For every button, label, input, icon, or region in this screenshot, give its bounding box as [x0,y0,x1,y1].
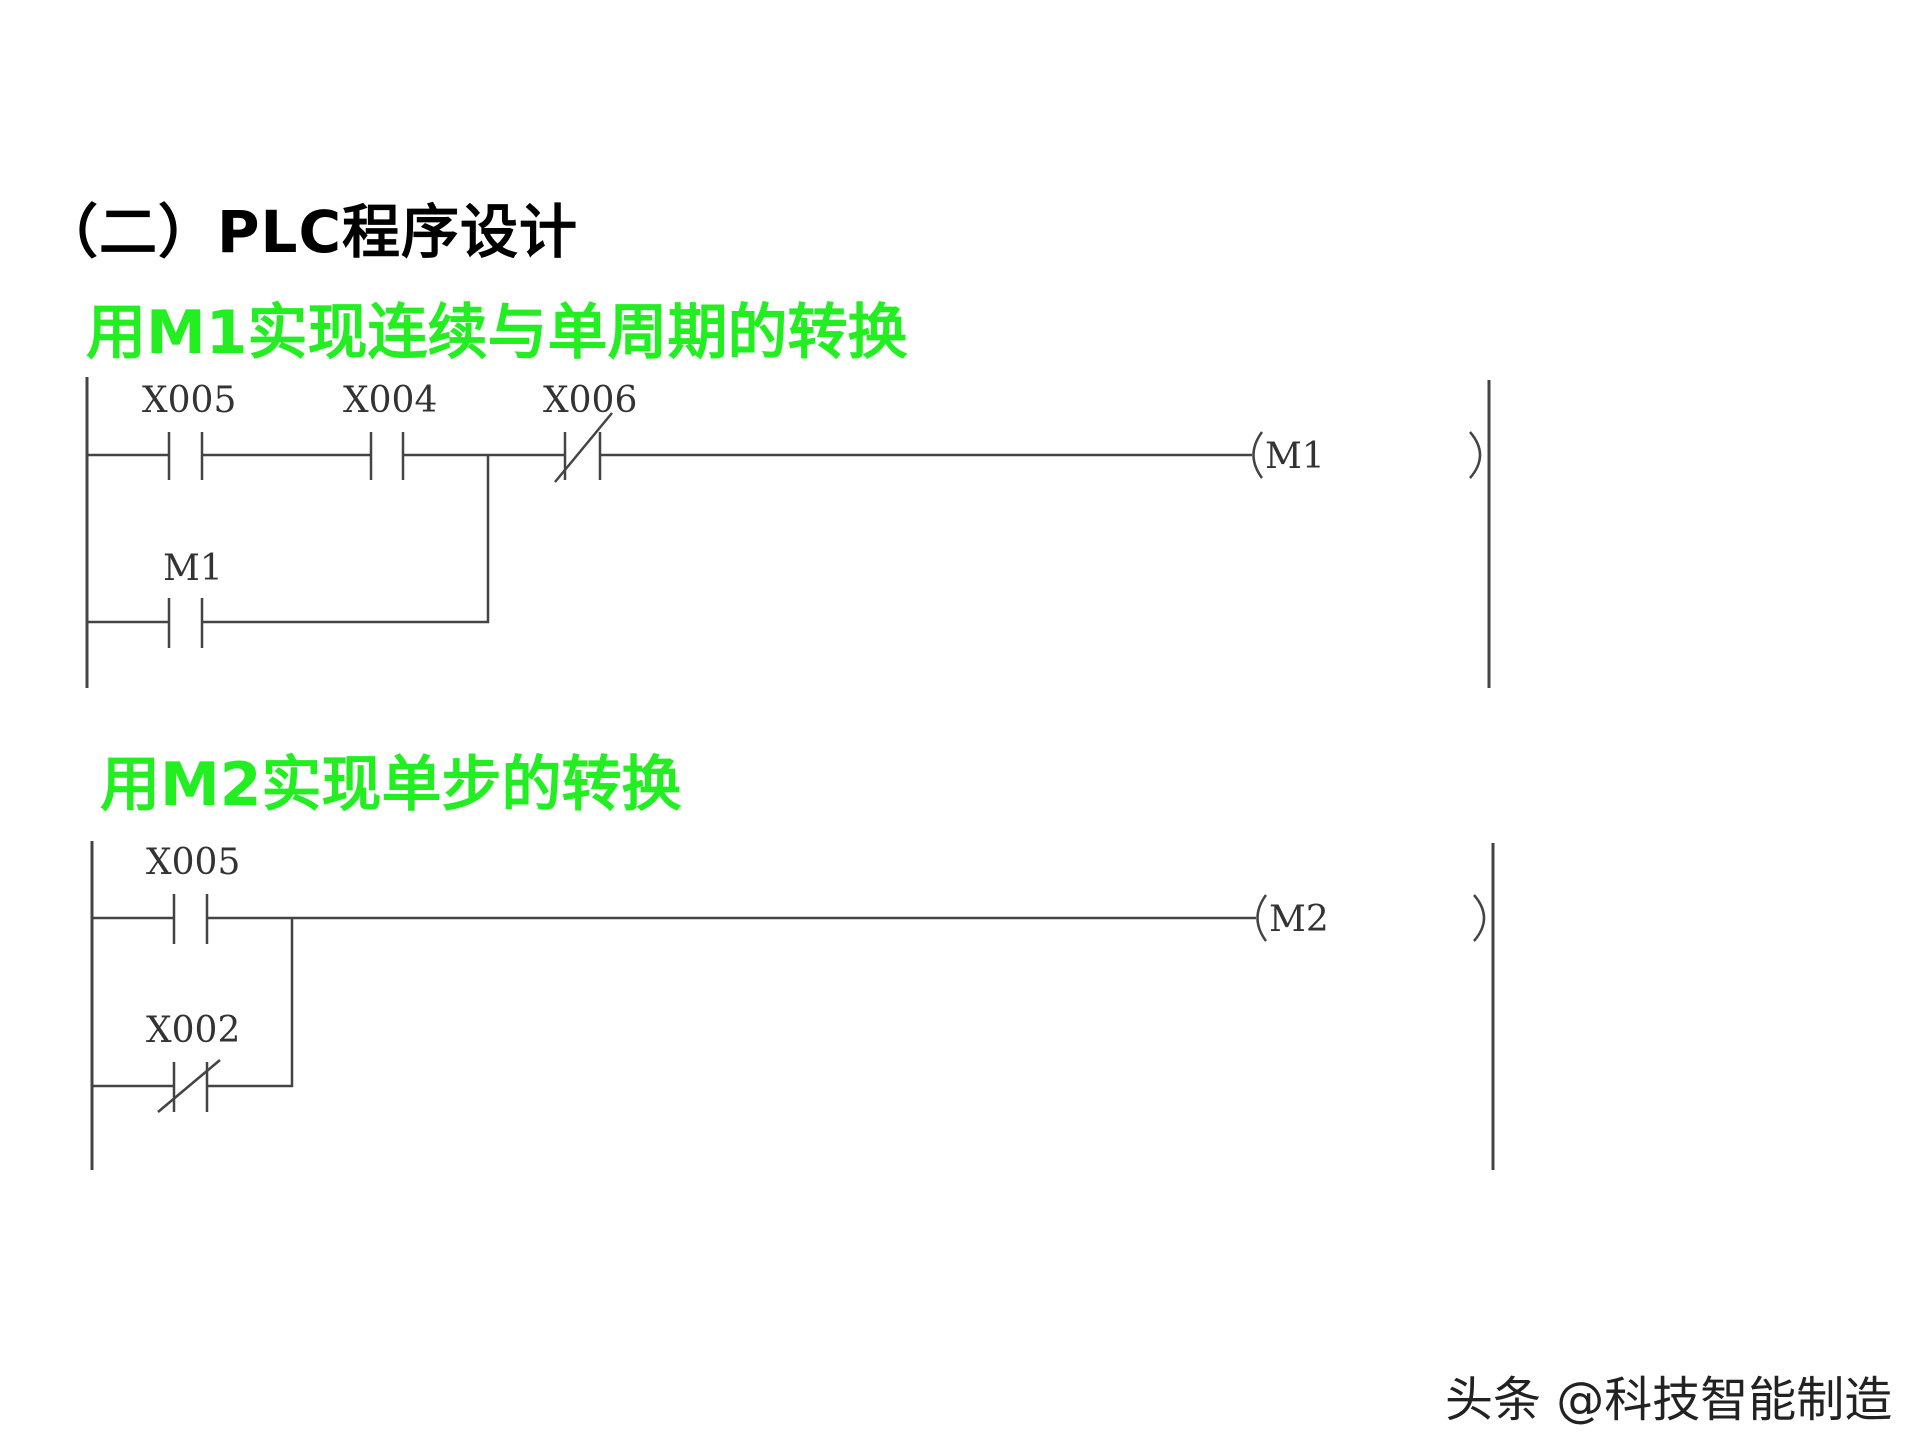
contact-label: X005 [146,842,240,883]
coil-m1 [1252,431,1482,479]
contact-x005-no [167,432,204,480]
section2-heading: 用M2实现单步的转换 [100,750,682,820]
contact-label: X004 [343,380,437,421]
contact-m1-no [167,598,204,648]
contact-x006-nc [554,412,613,483]
parallel-branch-wire [207,918,294,1088]
contact-x005-no [172,894,209,944]
section1-heading: 用M1实现连续与单周期的转换 [86,298,908,368]
ladder-diagram-m2: X005 X002 M2 [90,841,1495,1170]
coil-label: M1 [1265,436,1325,477]
contact-label: M1 [163,548,223,589]
contact-x004-no [369,432,405,480]
ladder-diagram-m1: X005 X004 X006 M1 M1 [85,377,1491,688]
contact-label: X002 [146,1010,240,1051]
contact-label: X005 [142,380,236,421]
coil-m2 [1256,894,1486,942]
coil-label: M2 [1269,899,1329,940]
parallel-branch-wire [202,455,490,624]
page-title: （二）PLC程序设计 [40,198,579,266]
watermark: 头条 @科技智能制造 [1445,1372,1893,1428]
contact-label: X006 [543,380,637,421]
